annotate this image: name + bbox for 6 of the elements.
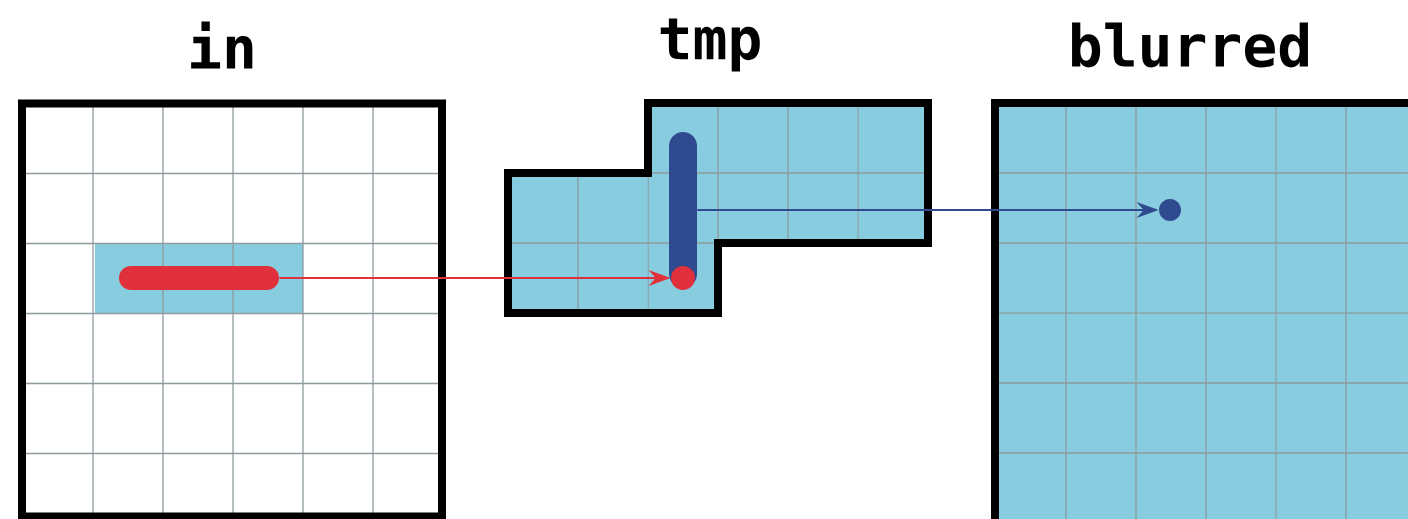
bar — [119, 266, 279, 290]
dot — [1159, 199, 1181, 221]
heading: tmp — [660, 18, 760, 72]
heading: in — [191, 21, 253, 69]
heading: blurred — [1072, 22, 1308, 68]
dot — [671, 266, 695, 290]
